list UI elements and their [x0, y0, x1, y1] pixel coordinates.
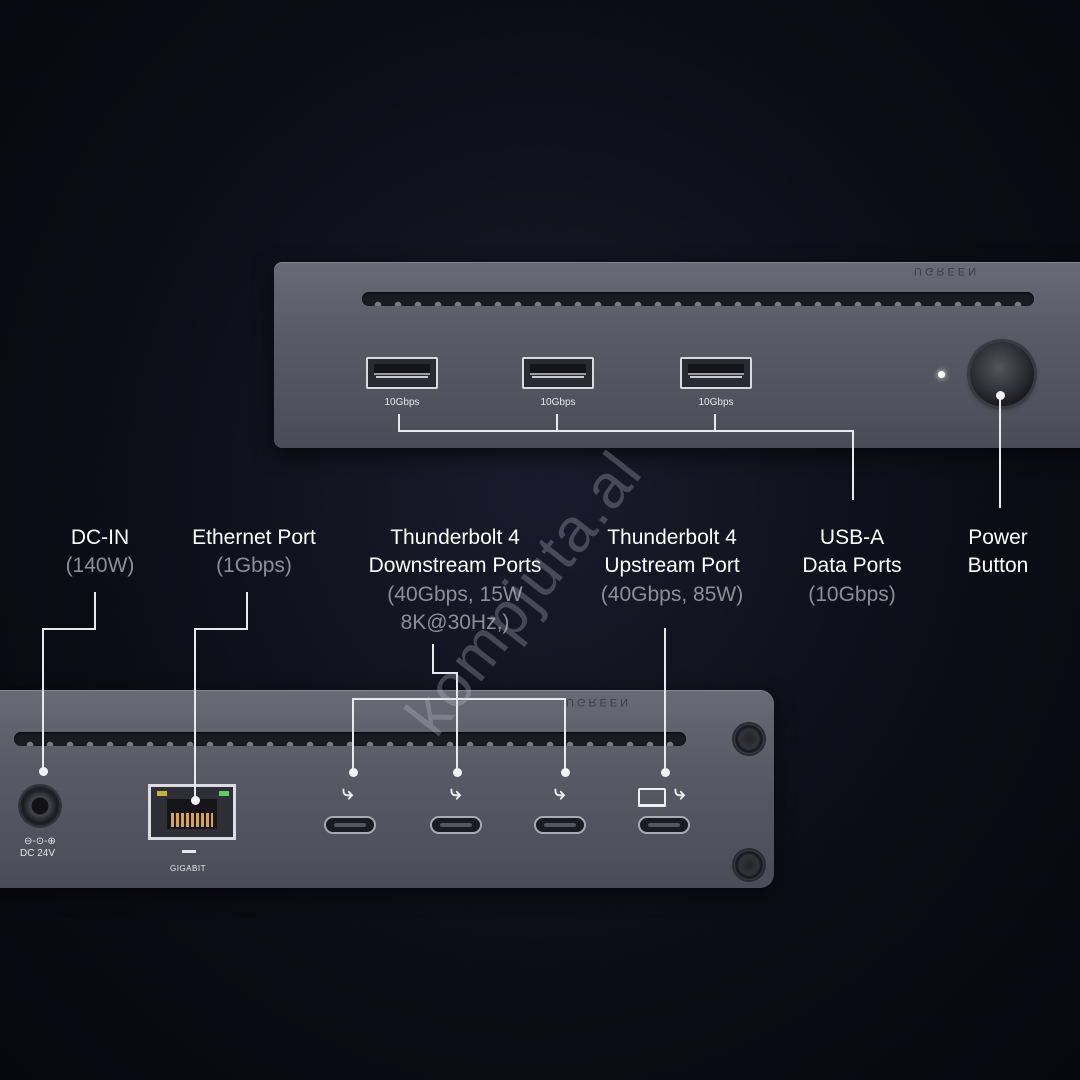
callout-line-tb-down	[352, 698, 354, 772]
callout-line-usb	[398, 430, 854, 432]
callout-line-usb	[556, 414, 558, 432]
callout-line-tb-down	[456, 672, 458, 772]
usb-a-port-3[interactable]	[680, 357, 752, 389]
dock-rear-view: UGREEN ⊖-⊙-⊕ DC 24V GIGABIT ⤷ ⤷ ⤷ ⤷	[0, 690, 774, 888]
callout-dc-title: DC-IN	[70, 526, 130, 549]
callout-tb-up-title-1: Thunderbolt 4	[607, 526, 737, 549]
callout-line-ethernet	[194, 628, 196, 800]
callout-usb-title-2: Data Ports	[802, 554, 902, 577]
callout-dot-tb-down-2	[453, 768, 462, 777]
callout-line-dc	[42, 628, 96, 630]
thunderbolt-downstream-port-2[interactable]	[430, 816, 482, 834]
callout-power-title-1: Power	[968, 526, 1028, 549]
dc-voltage-label: DC 24V	[20, 848, 56, 859]
callout-dot-tb-down-3	[561, 768, 570, 777]
brand-engraving-top: UGREEN	[914, 265, 980, 277]
usb-a-port-1-label: 10Gbps	[384, 397, 420, 408]
thunderbolt-upstream-port[interactable]	[638, 816, 690, 834]
thunderbolt-icon-1: ⤷	[342, 782, 354, 804]
usb-a-port-2[interactable]	[522, 357, 594, 389]
callout-dot-tb-down-1	[349, 768, 358, 777]
callout-tb-down-sub-1: (40Gbps, 15W	[387, 583, 523, 606]
thunderbolt-icon-2: ⤷	[450, 782, 462, 804]
callout-line-dc	[94, 592, 96, 630]
callout-dot-dc	[39, 767, 48, 776]
thunderbolt-downstream-port-1[interactable]	[324, 816, 376, 834]
callout-line-tb-down	[432, 644, 434, 672]
callout-line-tb-down	[352, 698, 566, 700]
vent-slot-top	[362, 292, 1034, 306]
callout-dot-ethernet	[191, 796, 200, 805]
callout-line-ethernet	[246, 592, 248, 630]
gigabit-label: GIGABIT	[170, 864, 206, 873]
callout-dot-power	[996, 391, 1005, 400]
callout-tb-up-sub: (40Gbps, 85W)	[600, 583, 744, 606]
screw-top	[734, 724, 764, 754]
usb-a-port-2-label: 10Gbps	[540, 397, 576, 408]
callout-usb-sub: (10Gbps)	[808, 583, 896, 606]
callout-tb-down-sub-2: 8K@30Hz,)	[400, 611, 510, 634]
callout-dot-tb-up	[661, 768, 670, 777]
power-led-icon	[938, 371, 945, 378]
dc-in-jack[interactable]	[20, 786, 60, 826]
callout-line-dc	[42, 628, 44, 770]
callout-line-ethernet	[194, 628, 248, 630]
callout-ethernet-title: Ethernet Port	[192, 526, 316, 549]
callout-line-usb	[714, 414, 716, 432]
screw-bottom	[734, 850, 764, 880]
callout-line-tb-up	[664, 628, 666, 772]
ethernet-port[interactable]	[148, 784, 236, 840]
callout-ethernet-sub: (1Gbps)	[216, 554, 292, 577]
dc-polarity-icon: ⊖-⊙-⊕	[24, 836, 56, 847]
callout-tb-up-title-2: Upstream Port	[604, 554, 740, 577]
laptop-icon	[638, 788, 666, 807]
usb-a-port-3-label: 10Gbps	[698, 397, 734, 408]
dock-top-view: UGREEN 10Gbps 10Gbps 10Gbps	[274, 262, 1080, 448]
thunderbolt-downstream-port-3[interactable]	[534, 816, 586, 834]
callout-line-usb	[398, 414, 400, 432]
callout-tb-down-title-1: Thunderbolt 4	[390, 526, 520, 549]
callout-line-tb-down	[432, 672, 458, 674]
network-icon	[182, 850, 196, 863]
callout-power-title-2: Button	[967, 554, 1029, 577]
brand-engraving-bottom: UGREEN	[566, 696, 632, 708]
usb-a-port-1[interactable]	[366, 357, 438, 389]
callout-dc-sub: (140W)	[65, 554, 135, 577]
thunderbolt-icon-4: ⤷	[674, 782, 686, 804]
callout-tb-down-title-2: Downstream Ports	[368, 554, 542, 577]
callout-usb-title-1: USB-A	[819, 526, 885, 549]
callout-line-tb-down	[564, 698, 566, 772]
callout-line-power	[999, 396, 1001, 508]
vent-slot-bottom	[14, 732, 686, 746]
thunderbolt-icon-3: ⤷	[554, 782, 566, 804]
callout-line-usb	[852, 430, 854, 500]
